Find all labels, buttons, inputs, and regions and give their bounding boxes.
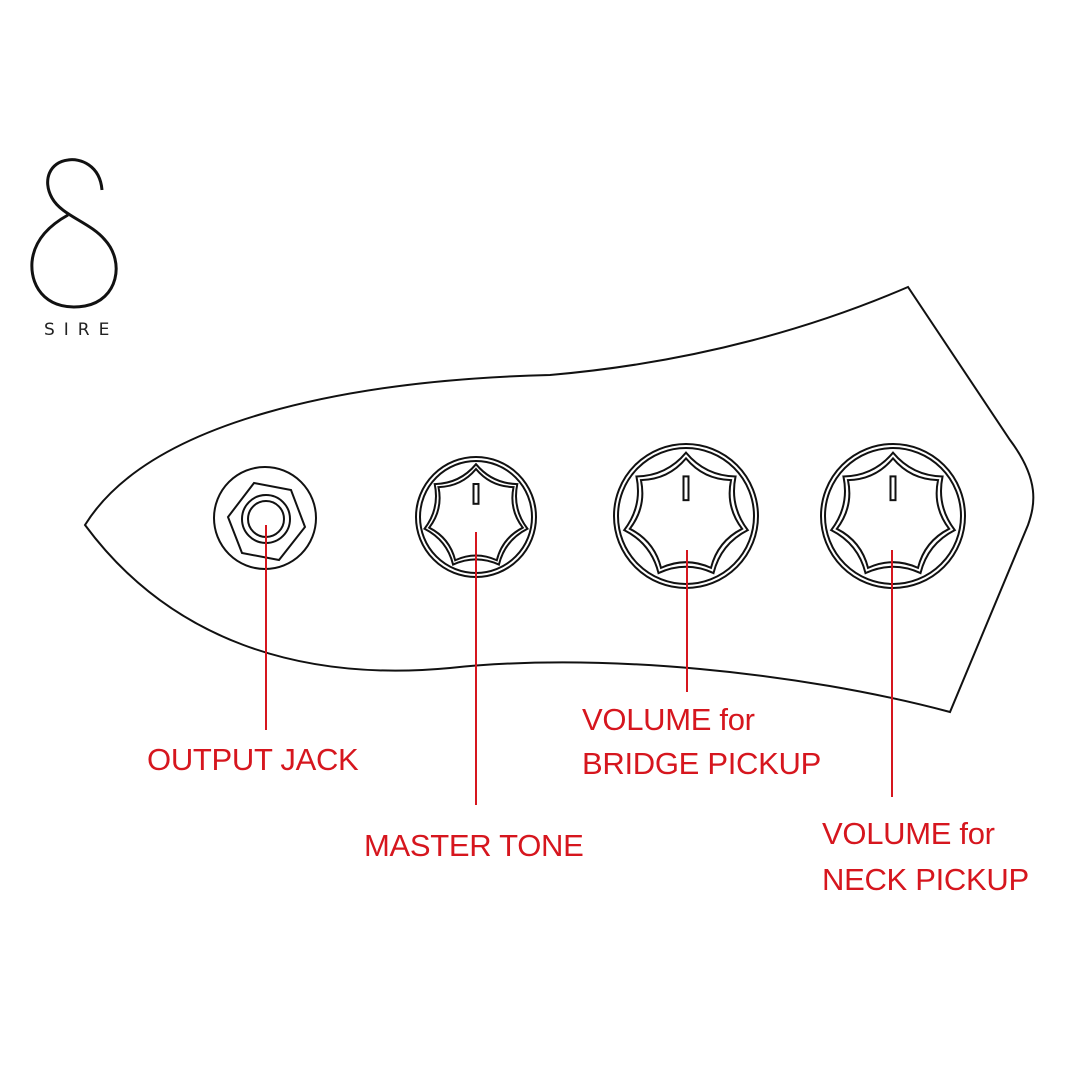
label-master-tone: MASTER TONE (364, 828, 584, 863)
label-bridge-volume-line1: VOLUME for (582, 702, 755, 737)
callout-lines (265, 525, 893, 805)
label-neck-volume-line1: VOLUME for (822, 816, 995, 851)
jack-hex-nut (226, 481, 307, 562)
label-output-jack: OUTPUT JACK (147, 742, 359, 777)
knob-pointer-indicator (472, 483, 480, 505)
label-bridge-volume-line2: BRIDGE PICKUP (582, 746, 821, 781)
sire-logo-mark (30, 158, 118, 309)
brand-logo-text: SIRE (44, 320, 119, 340)
control-plate-outline (83, 285, 1035, 714)
knob-pointer-indicator (889, 475, 897, 502)
label-neck-volume-line2: NECK PICKUP (822, 862, 1029, 897)
knob-pointer-indicator (682, 475, 690, 502)
